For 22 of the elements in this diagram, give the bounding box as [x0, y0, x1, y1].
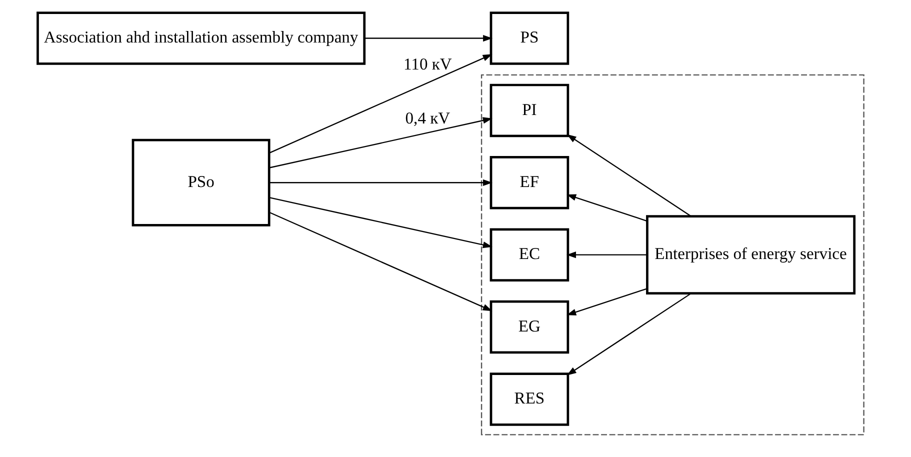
arrow — [269, 179, 492, 186]
node-box: PSo — [132, 138, 270, 226]
edge-label: 110 кV — [404, 54, 452, 74]
node-box: Association ahd installation assembly company — [36, 12, 366, 65]
node-box: EG — [490, 300, 570, 354]
edge-label: 0,4 кV — [405, 108, 450, 128]
arrow — [269, 54, 492, 154]
arrow — [566, 288, 648, 316]
arrow — [566, 252, 648, 258]
arrow — [269, 196, 492, 248]
node-box: PS — [490, 12, 570, 65]
arrow — [364, 34, 493, 42]
node-box: Enterprises of energy service — [646, 215, 856, 294]
node-box: EF — [490, 156, 570, 210]
node-box: RES — [490, 372, 570, 426]
arrow — [269, 212, 492, 312]
node-box: EC — [490, 228, 570, 282]
node-box: PI — [490, 84, 570, 138]
arrow — [566, 134, 692, 217]
arrow — [269, 117, 492, 168]
arrow — [566, 194, 648, 222]
arrow — [566, 292, 692, 376]
